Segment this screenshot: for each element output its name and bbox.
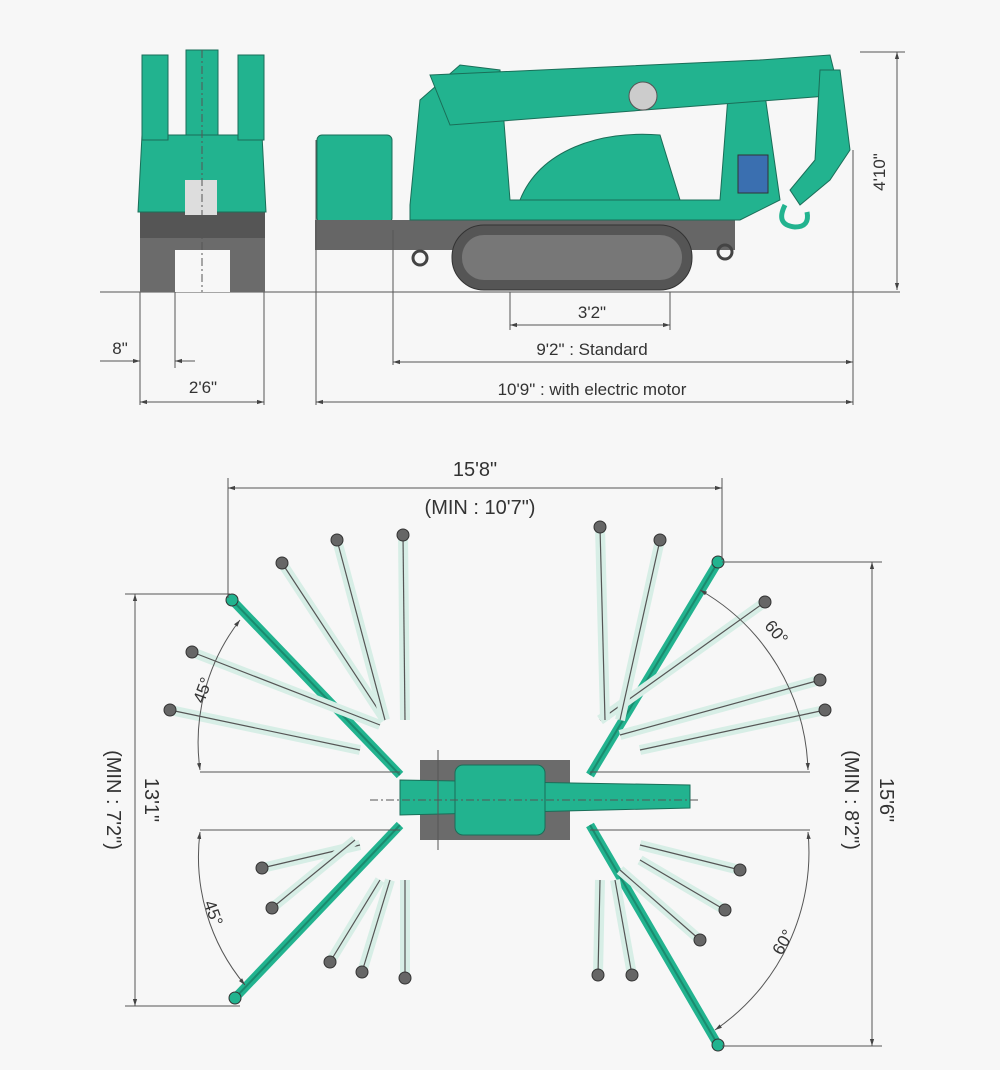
length-standard-label: 9'2" : Standard — [536, 340, 647, 359]
outrigger-foot-pad — [693, 933, 707, 947]
outrigger-foot-pad — [813, 673, 827, 687]
outrigger-arm-outline — [599, 526, 606, 721]
angle-label-front-top: 45° — [190, 675, 217, 706]
outrigger-foot-pad — [758, 595, 772, 609]
outrigger-foot-pad — [398, 971, 412, 985]
span-width-min-label: (MIN : 10'7") — [425, 497, 536, 519]
side-dimension-lines — [100, 51, 905, 405]
right-span-min-label: (MIN : 8'2") — [840, 750, 862, 850]
track-offset-label: 8" — [112, 339, 128, 358]
outrigger-foot-pad — [355, 965, 369, 979]
outrigger-arm-outline — [361, 879, 391, 973]
wheelbase-label: 3'2" — [578, 303, 606, 322]
outrigger-foot-pad — [718, 903, 732, 917]
right-span-label: 15'6" — [875, 778, 897, 822]
outrigger-foot-pad — [225, 593, 239, 607]
outrigger-foot-pad — [228, 991, 242, 1005]
left-span-min-label: (MIN : 7'2") — [102, 750, 124, 850]
left-span-label: 13'1" — [140, 778, 162, 822]
outrigger-foot-pad — [711, 1038, 725, 1052]
outrigger-arm-outline — [639, 709, 826, 751]
span-width-label: 15'8" — [453, 459, 497, 481]
outrigger-arm-outline — [336, 539, 386, 721]
outrigger-arm-outline — [614, 879, 633, 976]
outrigger-arm-outline — [231, 599, 401, 776]
outrigger-arm-outline — [639, 859, 726, 911]
angle-label-front-bottom: 45° — [200, 898, 227, 929]
outrigger-foot-pad — [255, 861, 269, 875]
top-dimension-lines — [125, 478, 882, 1047]
outrigger-arm-outline — [589, 561, 719, 776]
outrigger-foot-pad — [593, 520, 607, 534]
outriggers — [163, 520, 832, 1052]
top-view-body — [370, 750, 700, 850]
side-view-machine — [315, 54, 851, 291]
outrigger-arm-outline — [589, 824, 719, 1046]
outrigger-foot-pad — [265, 901, 279, 915]
outrigger-arm-outline — [234, 824, 401, 999]
outrigger-foot-pad — [185, 645, 199, 659]
outrigger-foot-pad — [818, 703, 832, 717]
outrigger-arm-outline — [271, 839, 356, 909]
outrigger-foot-pad — [733, 863, 747, 877]
outrigger-arm-outline — [402, 534, 406, 721]
front-view-machine — [137, 49, 267, 292]
outrigger-foot-pad — [653, 533, 667, 547]
outrigger-foot-pad — [330, 533, 344, 547]
outrigger-foot-pad — [591, 968, 605, 982]
outrigger-foot-pad — [625, 968, 639, 982]
outrigger-foot-pad — [323, 955, 337, 969]
outrigger-foot-pad — [163, 703, 177, 717]
width-label: 2'6" — [189, 378, 217, 397]
outrigger-arm-outline — [597, 879, 601, 976]
outrigger-arm-outline — [619, 869, 701, 941]
outrigger-arm-outline — [281, 562, 386, 721]
length-electric-label: 10'9" : with electric motor — [498, 380, 687, 399]
height-label: 4'10" — [870, 153, 889, 191]
outrigger-foot-pad — [275, 556, 289, 570]
outrigger-arm-outline — [619, 539, 661, 721]
angle-label-rear-top: 60° — [761, 617, 792, 649]
outrigger-foot-pad — [396, 528, 410, 542]
outrigger-arm-outline — [329, 879, 381, 963]
